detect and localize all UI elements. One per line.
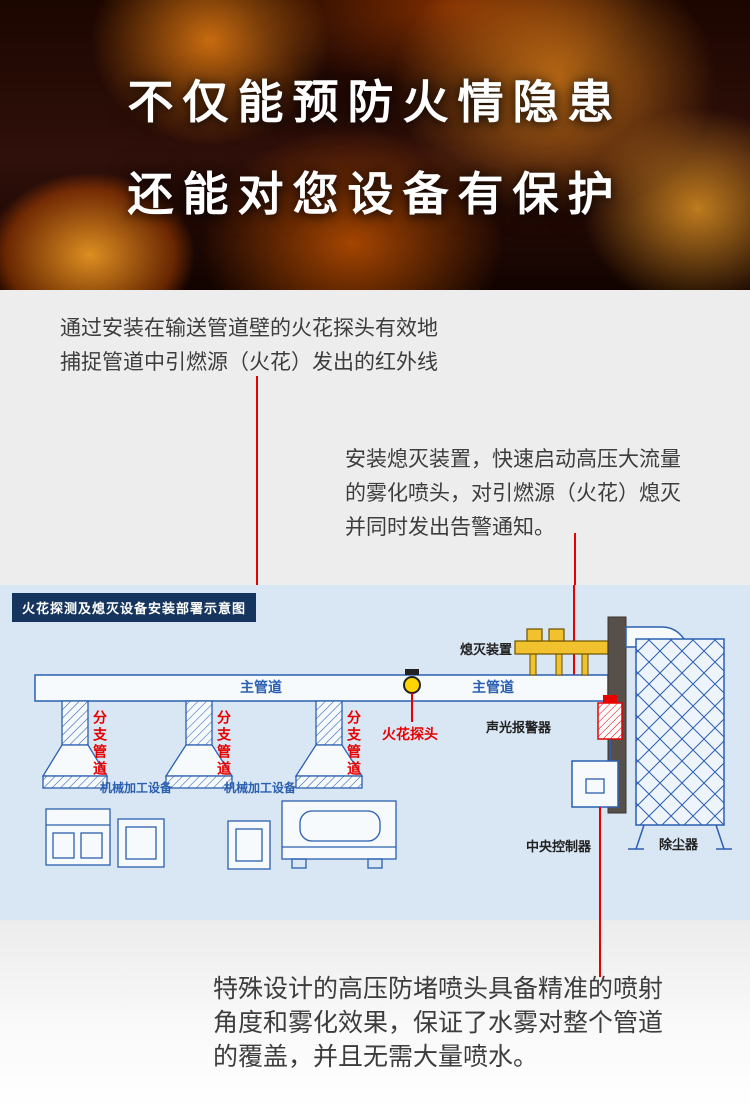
machine-3 (227, 820, 271, 870)
note-nozzle-line2: 角度和雾化效果，保证了水雾对整个管道 (213, 1009, 664, 1037)
connector-line-spark (256, 376, 258, 585)
label-machine-1: 机械加工设备 (100, 781, 173, 795)
bottom-section: 特殊设计的高压防堵喷头具备精准的喷射 角度和雾化效果，保证了水雾对整个管道 的覆… (0, 920, 750, 1110)
note-spark-line2: 捕捉管道中引燃源（火花）发出的红外线 (60, 351, 438, 374)
machine-4 (281, 800, 397, 869)
extinguisher-device (514, 628, 609, 676)
branch-pipe-2 (164, 700, 234, 789)
branch-pipe-1 (41, 700, 109, 789)
note-extinguisher: 安装熄灭装置，快速启动高压大流量 的雾化喷头，对引燃源（火花）熄灭 并同时发出告… (345, 443, 681, 545)
note-ext-line1: 安装熄灭装置，快速启动高压大流量 (345, 448, 681, 471)
label-branch-duct-2: 分支管道 (216, 710, 232, 778)
connector-line-extinguisher (574, 533, 576, 585)
note-nozzle-line3: 的覆盖，并且无需大量喷水。 (213, 1043, 539, 1071)
label-controller: 中央控制器 (526, 839, 592, 854)
annotation-section: 通过安装在输送管道壁的火花探头有效地 捕捉管道中引燃源（火花）发出的红外线 安装… (0, 290, 750, 585)
label-dust-collector: 除尘器 (659, 837, 699, 852)
controller-box (571, 760, 619, 808)
label-branch-duct-3: 分支管道 (346, 710, 362, 778)
diagram-drawing (34, 585, 732, 920)
note-ext-line3: 并同时发出告警通知。 (345, 516, 555, 539)
machine-1 (45, 808, 111, 866)
branch-pipe-3 (294, 700, 364, 789)
note-spark-detector: 通过安装在输送管道壁的火花探头有效地 捕捉管道中引燃源（火花）发出的红外线 (60, 312, 438, 380)
main-duct (34, 674, 609, 702)
label-branch-duct-1: 分支管道 (92, 710, 108, 778)
note-ext-line2: 的雾化喷头，对引燃源（火花）熄灭 (345, 482, 681, 505)
dust-collector (628, 638, 732, 850)
label-main-duct-2: 主管道 (472, 679, 514, 695)
label-alarm: 声光报警器 (486, 720, 552, 735)
note-spark-line1: 通过安装在输送管道壁的火花探头有效地 (60, 317, 438, 340)
note-nozzle: 特殊设计的高压防堵喷头具备精准的喷射 角度和雾化效果，保证了水雾对整个管道 的覆… (213, 972, 663, 1074)
note-nozzle-line1: 特殊设计的高压防堵喷头具备精准的喷射 (213, 975, 664, 1003)
label-machine-2: 机械加工设备 (224, 781, 297, 795)
label-main-duct-1: 主管道 (240, 679, 282, 695)
hero-title-line2: 还能对您设备有保护 (127, 168, 623, 220)
alarm-device (597, 695, 623, 761)
diagram-title-badge: 火花探测及熄灭设备安装部署示意图 (12, 593, 257, 622)
spark-detector-icon (403, 669, 421, 722)
label-spark-detector: 火花探头 (382, 726, 438, 742)
connector-line-nozzle-bottom (599, 920, 601, 977)
installation-diagram: 火花探测及熄灭设备安装部署示意图 主管道 主管道 分支管道 分支管道 分支管道 … (0, 585, 750, 920)
label-extinguisher: 熄灭装置 (460, 642, 513, 657)
hero-banner: 不仅能预防火情隐患 还能对您设备有保护 (0, 0, 750, 290)
machine-2 (117, 818, 165, 868)
hero-title-line1: 不仅能预防火情隐患 (127, 76, 623, 128)
